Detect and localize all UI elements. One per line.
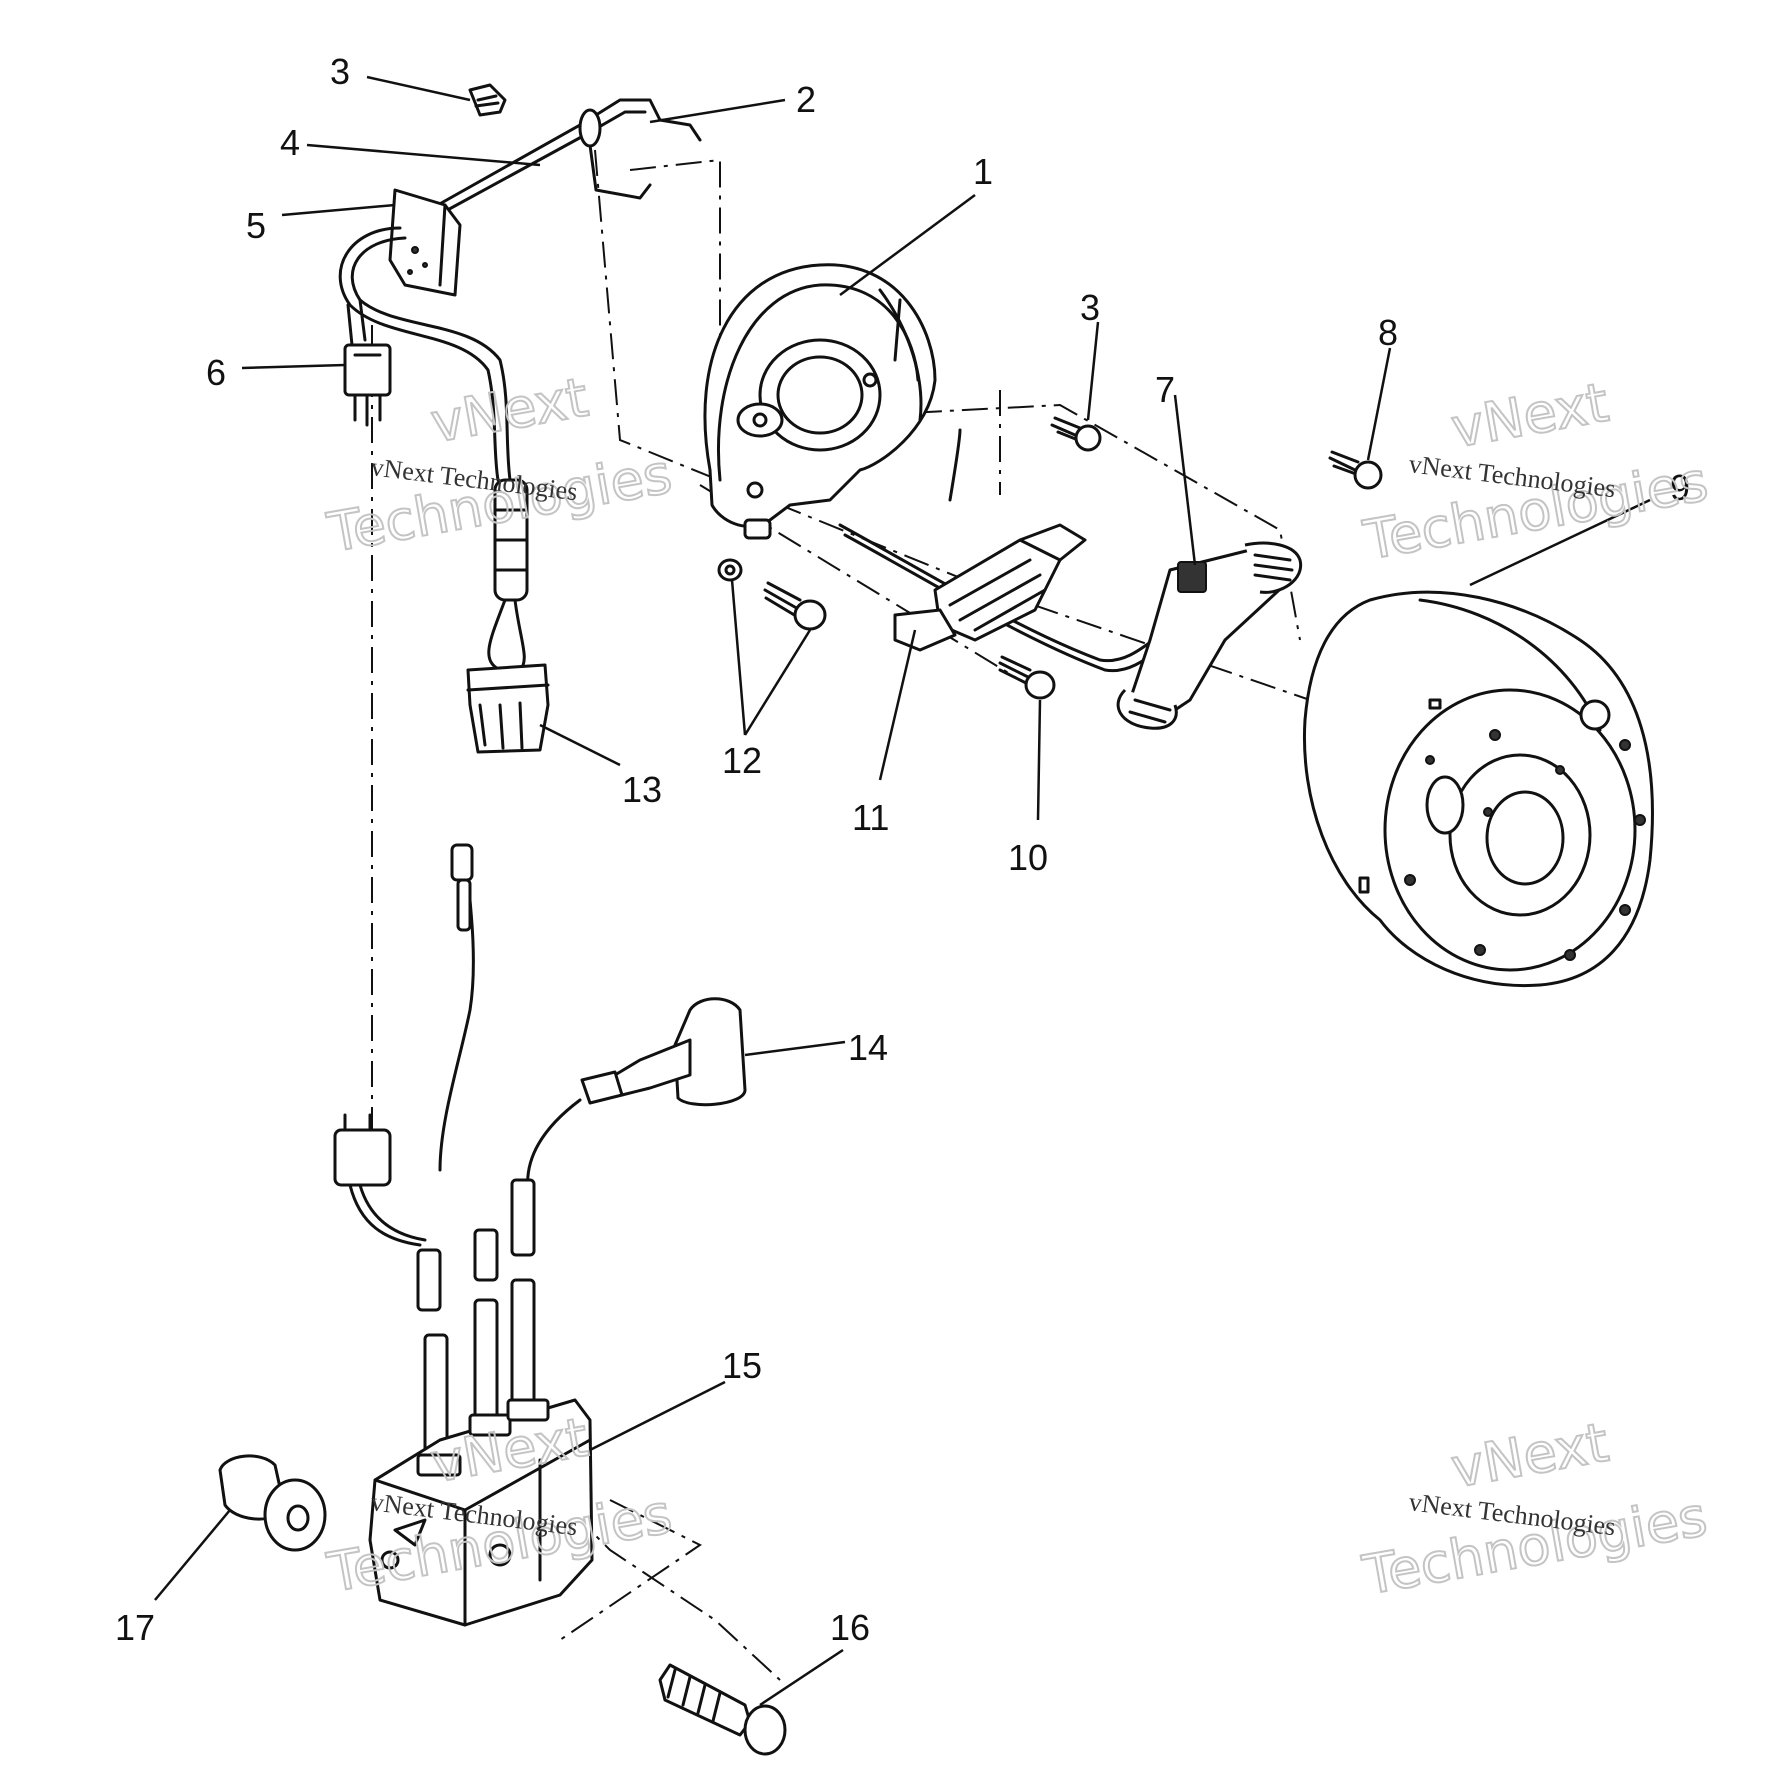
spark-plug-cap xyxy=(526,997,747,1192)
leader-lines xyxy=(154,75,1651,1707)
multi-pin-connector xyxy=(466,663,550,754)
screw-12 xyxy=(763,581,827,631)
callout-labels: 1 2 3 3 4 5 6 7 8 9 10 11 12 13 14 15 16… xyxy=(115,51,1690,1648)
callout-3-right: 3 xyxy=(1080,287,1100,328)
callout-7: 7 xyxy=(1155,369,1175,410)
ignition-coil-box xyxy=(368,1398,594,1627)
washer-12 xyxy=(717,558,743,582)
callout-13: 13 xyxy=(622,769,662,810)
callout-11: 11 xyxy=(852,797,889,838)
lower-connector xyxy=(333,1113,427,1247)
callout-8: 8 xyxy=(1378,312,1398,353)
callout-2: 2 xyxy=(796,79,816,120)
callout-4: 4 xyxy=(280,122,300,163)
grommet xyxy=(388,188,462,297)
callout-5: 5 xyxy=(246,205,266,246)
callout-16: 16 xyxy=(830,1607,870,1648)
stator-plate xyxy=(703,263,937,540)
small-connector xyxy=(343,343,392,427)
rubber-bushing xyxy=(218,1454,327,1552)
callout-12: 12 xyxy=(722,740,762,781)
flywheel xyxy=(1302,590,1654,988)
pickup-coil xyxy=(1116,541,1303,730)
watermark-big-top: vNext xyxy=(1447,1411,1613,1500)
callout-6: 6 xyxy=(206,352,226,393)
watermark-big-top: vNext xyxy=(426,366,592,455)
coil-windings xyxy=(893,523,1087,652)
callout-9: 9 xyxy=(1670,467,1690,508)
screw-3-top xyxy=(468,83,507,117)
screw-16 xyxy=(658,1663,787,1756)
callout-17: 17 xyxy=(115,1607,155,1648)
callout-15: 15 xyxy=(722,1345,762,1386)
harness-cable xyxy=(338,226,529,672)
wire-harness-tube xyxy=(418,98,702,227)
callout-1: 1 xyxy=(973,151,993,192)
ignition-leads xyxy=(416,843,536,1457)
screw-3-right xyxy=(1050,416,1102,452)
callout-14: 14 xyxy=(848,1027,888,1068)
watermark-big-top: vNext xyxy=(1447,371,1613,460)
callout-3-top: 3 xyxy=(330,51,350,92)
callout-10: 10 xyxy=(1008,837,1048,878)
screw-8 xyxy=(1328,450,1383,490)
screw-10 xyxy=(998,655,1056,700)
